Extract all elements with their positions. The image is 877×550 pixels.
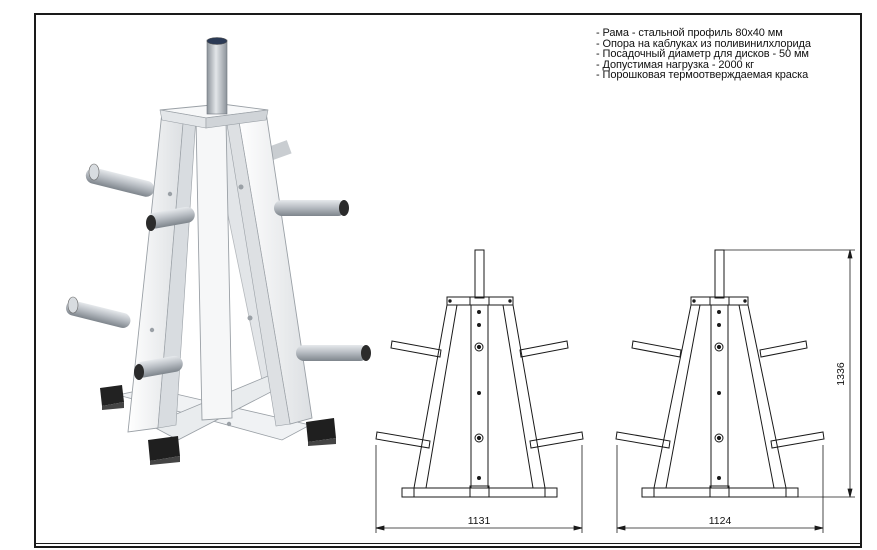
rack-3d-render [65, 37, 371, 465]
foot [148, 436, 180, 465]
peg-outline [759, 340, 808, 358]
front-peg [146, 206, 195, 231]
spec-item: - Рама - стальной профиль 80х40 мм [596, 27, 783, 39]
bolt [167, 191, 173, 197]
center-column-outline [470, 304, 489, 489]
front-elevation-view [375, 249, 584, 533]
side-width-label: 1124 [709, 515, 732, 527]
foot [306, 418, 336, 446]
bolt [238, 184, 244, 190]
bolt-hole [714, 342, 724, 352]
right-leg-outline [738, 304, 787, 489]
width-dimension-side [616, 445, 824, 533]
back-peg [65, 296, 131, 328]
left-leg-outline [653, 304, 701, 489]
top-post [206, 39, 228, 115]
peg-outline [529, 431, 584, 449]
title-block-strip [34, 543, 862, 550]
spec-item: - Порошковая термоотверждаемая краска [596, 69, 809, 81]
front-peg [274, 200, 349, 216]
post-outline [714, 249, 725, 299]
bolt-hole [474, 342, 484, 352]
bolt-hole [714, 433, 724, 443]
peg-outline [390, 340, 442, 358]
front-width-label: 1131 [468, 515, 491, 527]
right-leg-outline [502, 304, 546, 489]
spec-item: - Допустимая нагрузка - 2000 кг [596, 58, 755, 71]
center-column [195, 119, 233, 421]
bolt [226, 421, 232, 427]
peg-outline [631, 340, 682, 358]
height-dimension [724, 249, 855, 498]
left-leg-outline [413, 304, 458, 489]
top-plate-side [205, 109, 269, 129]
spec-list: - Рама - стальной профиль 80х40 мм - Опо… [596, 28, 811, 81]
center-column-outline [710, 304, 729, 489]
base-outline [641, 487, 799, 498]
bolt [247, 315, 253, 321]
height-label: 1336 [835, 362, 847, 386]
back-peg [85, 163, 155, 197]
front-peg [296, 345, 371, 361]
front-peg [134, 355, 183, 380]
bolt [149, 327, 155, 333]
spec-item: - Посадочный диаметр для дисков - 50 мм [596, 48, 809, 60]
top-post-cap [206, 37, 228, 45]
side-elevation-view [615, 249, 855, 533]
bolt-hole [474, 433, 484, 443]
base-outline [401, 487, 558, 498]
width-dimension-front [375, 445, 583, 533]
peg-outline [615, 431, 671, 449]
peg-outline [770, 431, 825, 449]
post-outline [474, 249, 485, 299]
peg-outline [519, 340, 569, 358]
back-peg [268, 140, 292, 161]
spec-item: - Опора на каблуках из поливинилхлорида [596, 37, 811, 50]
foot [100, 385, 124, 410]
peg-outline [375, 431, 431, 449]
